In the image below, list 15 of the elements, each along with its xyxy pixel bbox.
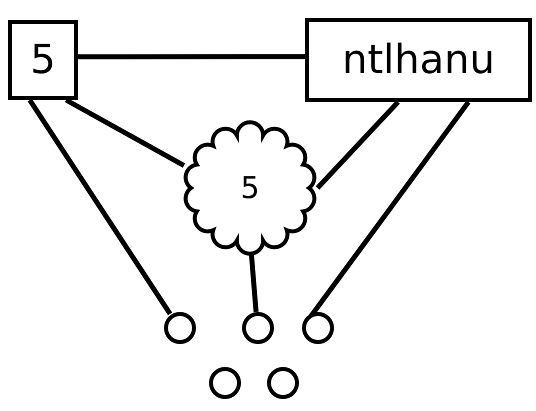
node-label: 5: [240, 170, 260, 206]
connector-line: [28, 98, 172, 316]
text-box: [8, 20, 78, 100]
connector-line: [64, 98, 186, 168]
circle-node: [242, 312, 274, 344]
circle-node: [302, 312, 334, 344]
node-label: ntlhanu: [342, 37, 495, 83]
connector-line: [78, 54, 305, 60]
circle-node: [267, 367, 299, 399]
node-label: 5: [30, 37, 56, 83]
connector-line: [249, 255, 259, 312]
connector-line: [316, 100, 400, 190]
text-box: [305, 18, 532, 102]
circle-node: [164, 312, 196, 344]
circle-node: [209, 367, 241, 399]
